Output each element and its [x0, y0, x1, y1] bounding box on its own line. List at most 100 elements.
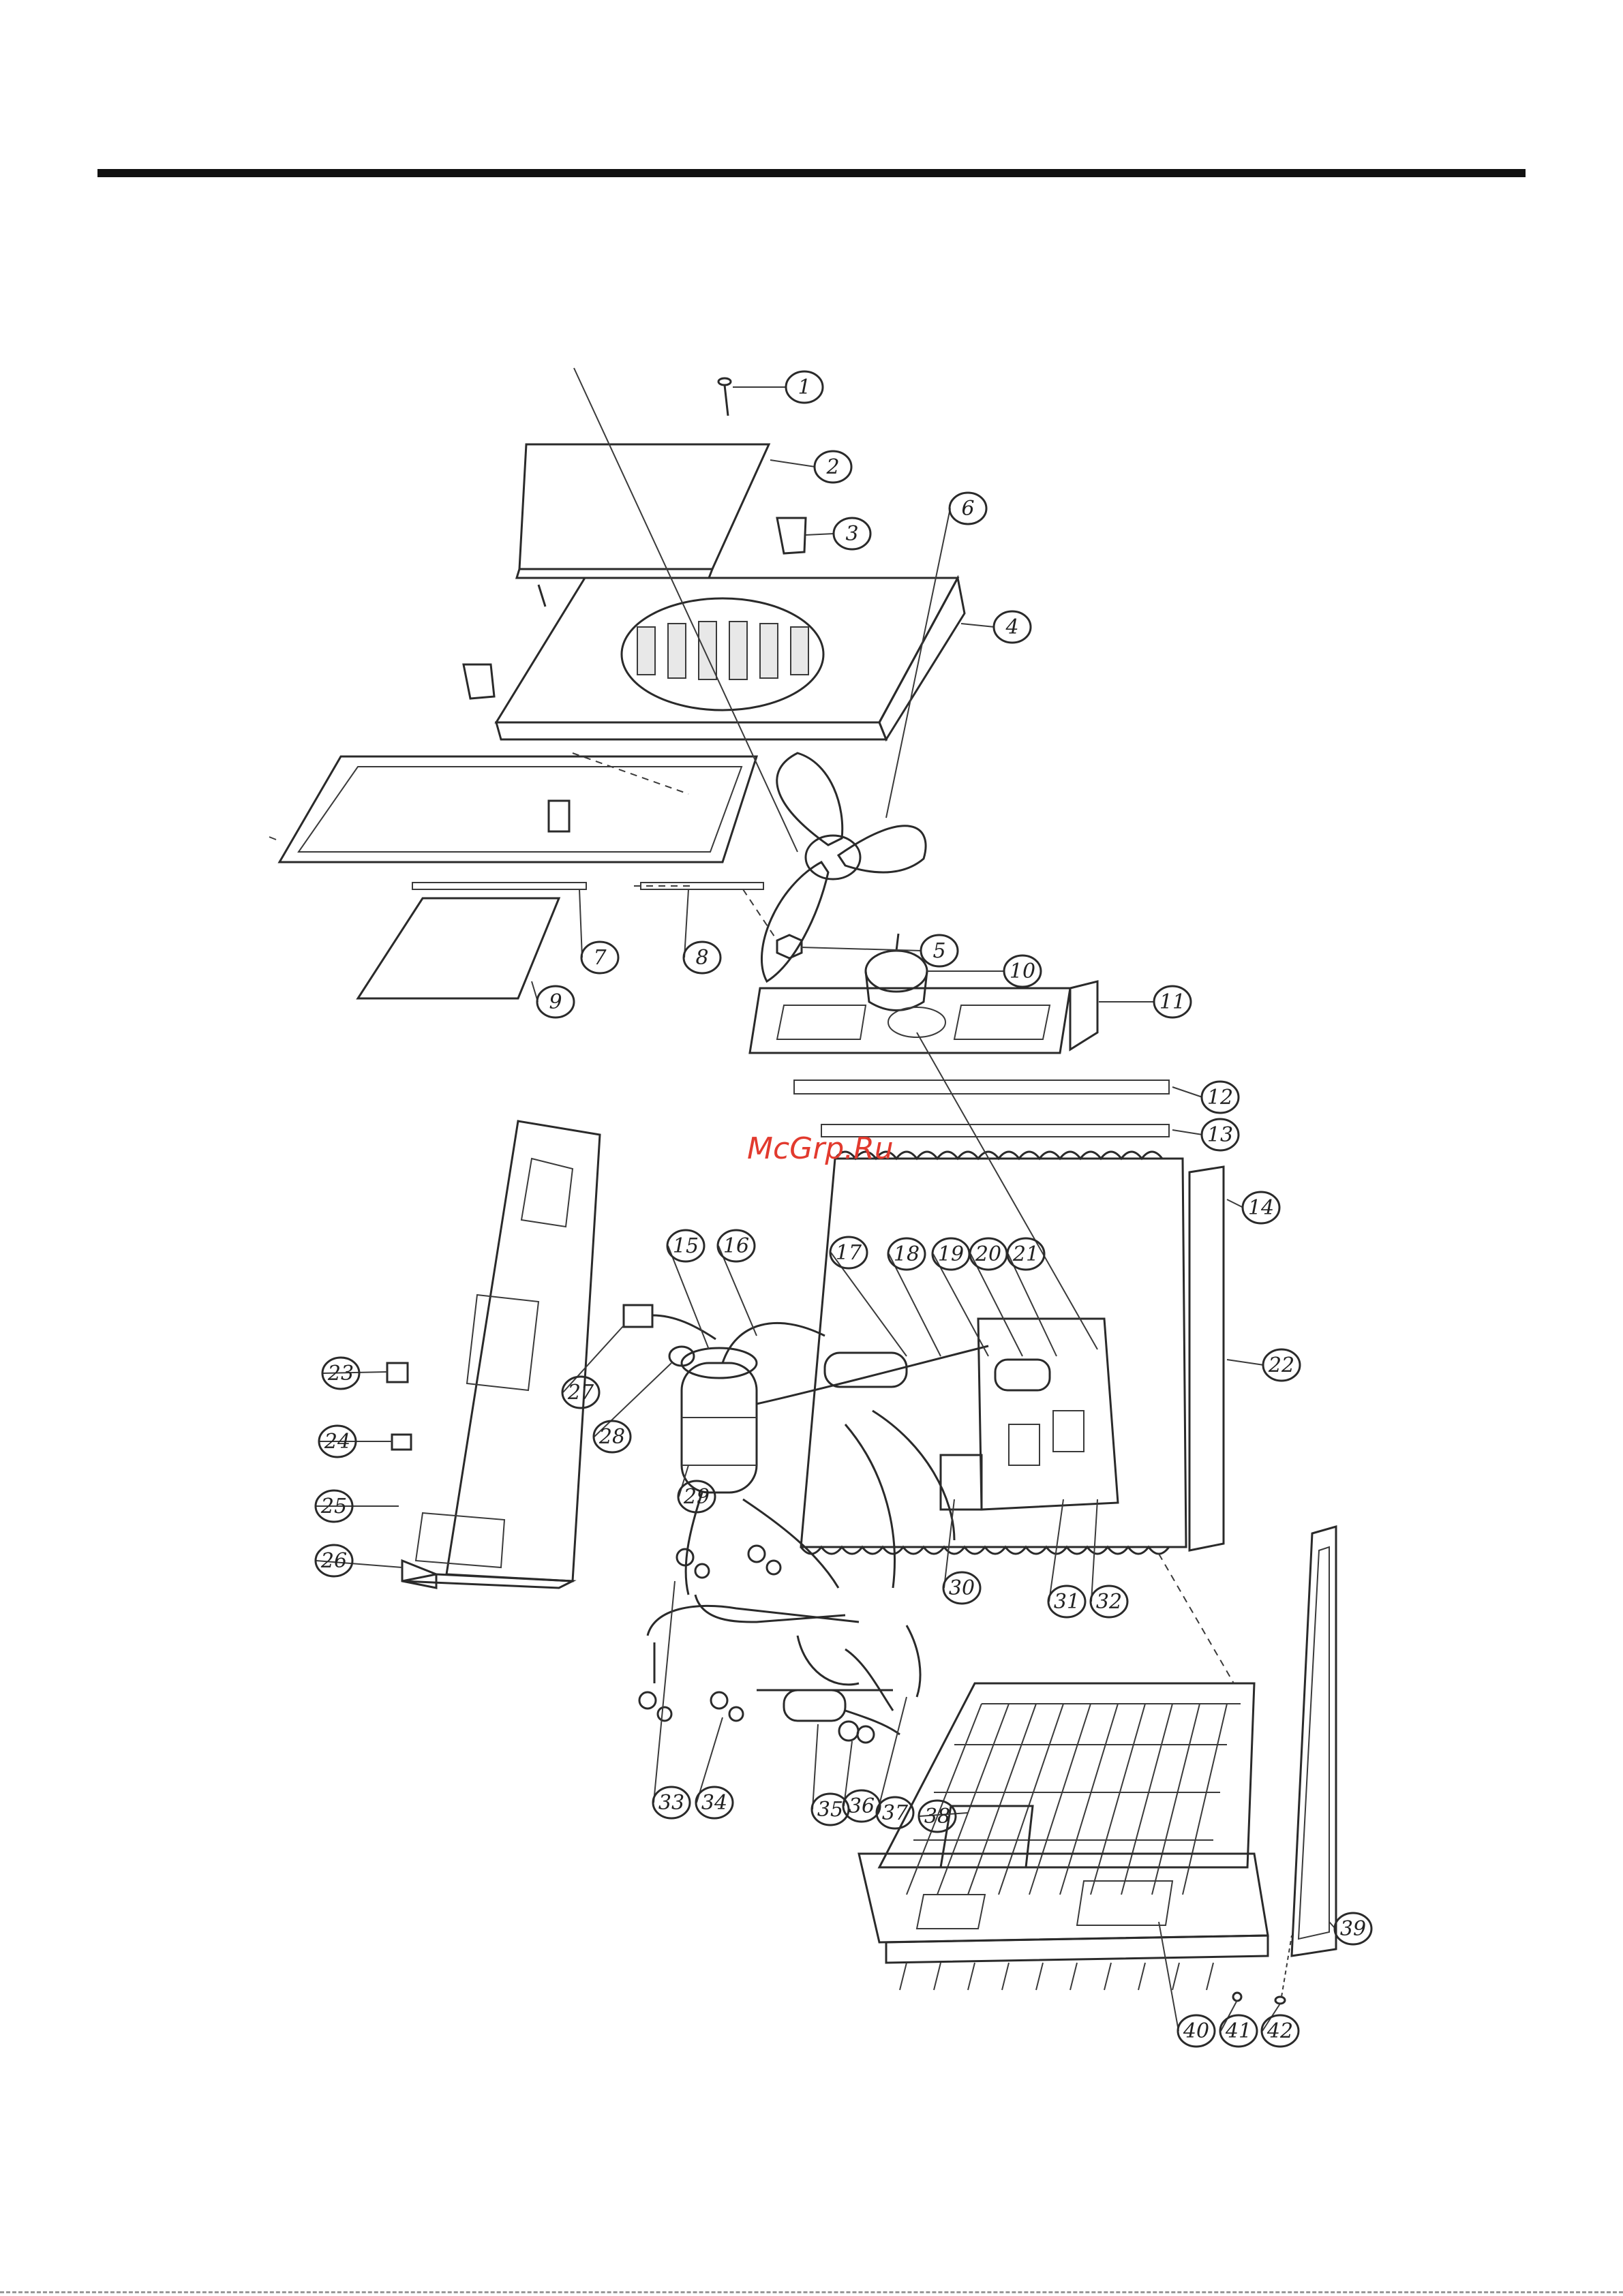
callout-19: 19: [932, 1238, 969, 1270]
callout-number: 27: [567, 1381, 594, 1405]
callout-27: 27: [562, 1377, 599, 1408]
callout-16: 16: [718, 1230, 755, 1261]
callout-leader-2: [770, 460, 815, 467]
callout-33: 33: [653, 1787, 690, 1818]
callout-13: 13: [1202, 1119, 1239, 1150]
callout-number: 28: [598, 1425, 625, 1449]
callout-number: 15: [673, 1234, 699, 1258]
callout-4: 4: [994, 611, 1031, 643]
refrigerant-piping: [648, 1323, 988, 1734]
fan-blade: [761, 753, 926, 981]
callout-leader-34: [697, 1717, 723, 1803]
callout-leader-32: [1091, 1499, 1097, 1602]
callout-39: 39: [1335, 1913, 1371, 1944]
callout-number: 16: [723, 1234, 749, 1258]
callout-14: 14: [1243, 1192, 1279, 1223]
callout-2: 2: [815, 451, 851, 483]
callout-number: 23: [327, 1362, 354, 1386]
callout-41: 41: [1220, 2015, 1257, 2047]
front-grille: [517, 444, 769, 607]
callout-leader-7: [579, 889, 582, 958]
base-pan: [859, 1854, 1268, 1990]
callout-leader-22: [1227, 1360, 1264, 1365]
callout-number: 14: [1248, 1196, 1274, 1220]
callout-number: 13: [1207, 1123, 1233, 1147]
callout-leader-14: [1227, 1199, 1243, 1208]
callout-number: 17: [836, 1241, 862, 1265]
callout-18: 18: [888, 1238, 925, 1270]
callout-leader-12: [1172, 1087, 1202, 1097]
callout-number: 38: [924, 1805, 950, 1828]
callout-29: 29: [678, 1481, 715, 1512]
callout-22: 22: [1263, 1349, 1300, 1381]
callout-leader-3: [806, 534, 834, 535]
callout-leader-6: [886, 508, 950, 818]
callout-25: 25: [316, 1490, 352, 1522]
condenser-seal: [794, 1080, 1169, 1137]
alignment-lines: [573, 753, 1234, 1683]
callout-number: 2: [825, 455, 839, 479]
callout-leader-4: [961, 624, 995, 627]
grille-clip: [777, 518, 806, 553]
callout-number: 37: [882, 1801, 909, 1825]
front-panel: [496, 578, 965, 739]
callout-leader-13: [1172, 1130, 1202, 1135]
callout-15: 15: [667, 1230, 704, 1261]
callout-7: 7: [581, 942, 618, 973]
callout-number: 32: [1096, 1590, 1122, 1614]
callout-number: 36: [849, 1794, 875, 1818]
callout-24: 24: [319, 1426, 356, 1457]
callout-26: 26: [316, 1545, 352, 1576]
callout-8: 8: [684, 942, 721, 973]
callout-number: 33: [658, 1791, 684, 1815]
power-cord-plug: [624, 1305, 716, 1366]
service-valve: [639, 1546, 780, 1721]
callout-number: 34: [701, 1791, 727, 1815]
callout-number: 39: [1340, 1917, 1366, 1941]
seal-strip: [412, 883, 763, 889]
callout-3: 3: [834, 518, 870, 549]
panel-clip: [464, 664, 494, 699]
callout-1: 1: [786, 371, 823, 403]
side-seal: [1189, 1167, 1224, 1550]
screw: [718, 378, 731, 416]
callout-number: 42: [1266, 2019, 1293, 2043]
callout-40: 40: [1178, 2015, 1215, 2047]
base-screw: [1233, 1935, 1292, 2004]
callout-leader-18: [889, 1254, 941, 1356]
callout-number: 35: [817, 1798, 843, 1822]
callout-number: 30: [949, 1576, 975, 1600]
callout-37: 37: [877, 1797, 913, 1828]
callout-number: 4: [1005, 615, 1018, 639]
callout-number: 19: [938, 1242, 964, 1266]
callout-32: 32: [1091, 1586, 1127, 1617]
callout-30: 30: [943, 1572, 980, 1604]
callout-number: 9: [549, 990, 562, 1014]
callout-36: 36: [843, 1790, 880, 1822]
fan-motor: [866, 934, 927, 1011]
callout-number: 3: [845, 522, 858, 546]
callout-number: 22: [1268, 1353, 1294, 1377]
insulation-pad: [358, 898, 559, 998]
callout-38: 38: [919, 1801, 956, 1832]
callout-9: 9: [537, 986, 574, 1017]
callout-number: 8: [695, 946, 708, 970]
callout-17: 17: [830, 1237, 867, 1268]
callout-number: 10: [1010, 960, 1035, 983]
callout-10: 10: [1004, 955, 1041, 987]
callout-31: 31: [1048, 1586, 1085, 1617]
bottom-dashed-rule: [0, 2291, 1623, 2293]
callout-20: 20: [970, 1238, 1007, 1270]
callout-leader-37: [877, 1697, 907, 1813]
callout-number: 6: [961, 497, 974, 521]
callout-number: 5: [932, 939, 945, 963]
compressor: [682, 1348, 757, 1493]
callout-number: 41: [1225, 2019, 1252, 2043]
callout-12: 12: [1202, 1082, 1239, 1113]
callout-number: 12: [1207, 1086, 1233, 1109]
callout-number: 11: [1159, 990, 1185, 1014]
top-cover: [279, 756, 757, 862]
